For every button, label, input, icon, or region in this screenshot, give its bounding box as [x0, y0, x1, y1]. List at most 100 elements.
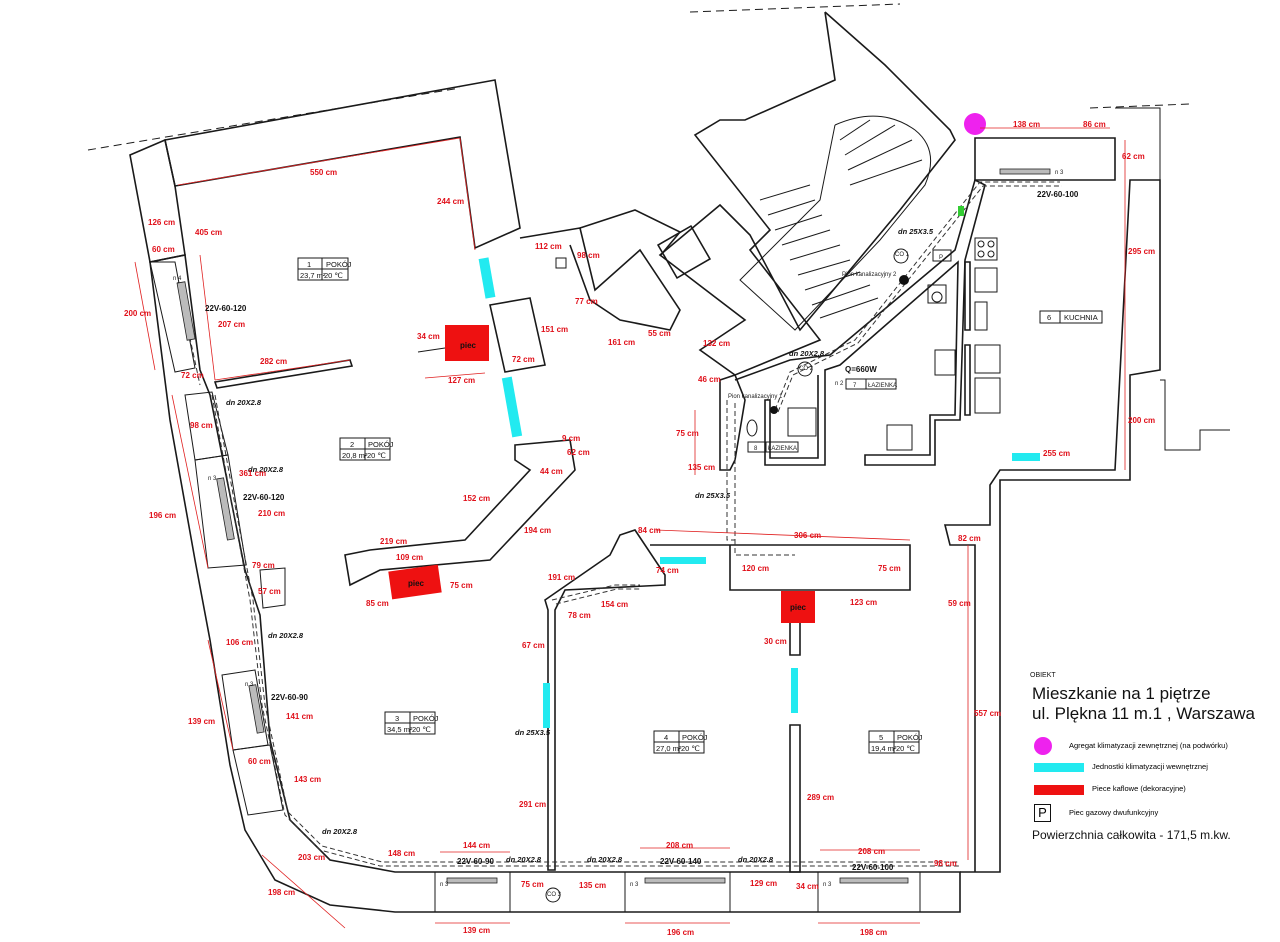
svg-text:127 cm: 127 cm [448, 376, 475, 385]
room-3-label: 3 POKÓJ 34,5 m² 20 ℃ [384, 711, 439, 735]
radiator-3 [248, 684, 265, 734]
radiator-count: n 3 [1055, 170, 1064, 176]
interior-walls [213, 178, 986, 873]
svg-text:34 cm: 34 cm [417, 332, 440, 341]
radiators [176, 168, 1051, 884]
radiator-label: 22V-60-140 [660, 857, 702, 866]
radiator-label: 22V-60-90 [271, 693, 308, 702]
svg-text:148 cm: 148 cm [388, 849, 415, 858]
svg-text:8: 8 [754, 446, 758, 452]
room-7-label: 7 ŁAZIENKA [845, 378, 897, 390]
svg-text:207 cm: 207 cm [218, 320, 245, 329]
svg-text:3: 3 [395, 714, 399, 723]
svg-text:255 cm: 255 cm [1043, 449, 1070, 458]
svg-text:123 cm: 123 cm [850, 598, 877, 607]
legend-label: Piece kaflowe (dekoracyjne) [1092, 784, 1186, 793]
pipe-label: dn 25X3.5 [695, 491, 731, 500]
legend-label: Piec gazowy dwufunkcyjny [1069, 808, 1159, 817]
svg-text:7: 7 [853, 383, 857, 389]
stove-1 [445, 325, 489, 361]
obiekt-label: OBIEKT [1030, 672, 1056, 679]
svg-text:82 cm: 82 cm [958, 534, 981, 543]
svg-text:196 cm: 196 cm [149, 511, 176, 520]
svg-text:60 cm: 60 cm [248, 757, 271, 766]
svg-text:20,8 m²: 20,8 m² [342, 451, 368, 460]
svg-text:75 cm: 75 cm [878, 564, 901, 573]
ac-unit-3 [660, 557, 706, 564]
ac-unit-2 [501, 376, 523, 438]
ac-unit-6 [1012, 453, 1040, 461]
svg-text:62 cm: 62 cm [1122, 152, 1145, 161]
svg-text:152 cm: 152 cm [463, 494, 490, 503]
svg-text:200 cm: 200 cm [1128, 416, 1155, 425]
svg-text:57 cm: 57 cm [258, 587, 281, 596]
svg-text:135 cm: 135 cm [579, 881, 606, 890]
svg-text:30 cm: 30 cm [764, 637, 787, 646]
radiator-labels: 22V-60-100 n 3 22V-60-120 n 4 22V-60-120… [173, 170, 1079, 888]
project-title-line-1: Mieszkanie na 1 piętrze [1032, 684, 1211, 703]
co-marker-2: CO 2 [799, 366, 814, 372]
radiator-2 [216, 477, 235, 541]
total-area: Powierzchnia całkowita - 171,5 m.kw. [1032, 828, 1231, 842]
svg-text:208 cm: 208 cm [858, 847, 885, 856]
svg-text:191 cm: 191 cm [548, 573, 575, 582]
ac-indoor-units [478, 257, 1040, 728]
svg-text:62 cm: 62 cm [567, 448, 590, 457]
svg-text:135 cm: 135 cm [688, 463, 715, 472]
svg-text:75 cm: 75 cm [676, 429, 699, 438]
legend-label: Agregat klimatyzacji zewnętrznej (na pod… [1069, 741, 1228, 750]
radiator-count: n 3 [208, 476, 217, 482]
svg-text:20 ℃: 20 ℃ [324, 271, 343, 280]
ac-unit-5 [791, 668, 798, 713]
svg-text:9 cm: 9 cm [562, 434, 580, 443]
svg-text:550 cm: 550 cm [310, 168, 337, 177]
radiator-1 [176, 281, 196, 341]
svg-text:72 cm: 72 cm [181, 371, 204, 380]
svg-text:295 cm: 295 cm [1128, 247, 1155, 256]
pipe-label: dn 20X2.8 [738, 855, 774, 864]
svg-text:129 cm: 129 cm [750, 879, 777, 888]
room-labels: 1 POKÓJ 23,7 m² 20 ℃ 2 POKÓJ 20,8 m² 20 … [297, 257, 1103, 754]
pipe-label: dn 20X2.8 [789, 349, 825, 358]
svg-text:126 cm: 126 cm [148, 218, 175, 227]
svg-text:2: 2 [350, 440, 354, 449]
svg-text:20 ℃: 20 ℃ [896, 744, 915, 753]
ac-unit-1 [478, 257, 496, 299]
svg-text:289 cm: 289 cm [807, 793, 834, 802]
svg-text:34,5 m²: 34,5 m² [387, 725, 413, 734]
svg-text:KUCHNIA: KUCHNIA [1064, 313, 1098, 322]
radiator-count: n 3 [630, 882, 639, 888]
pipe-label: dn 20X2.8 [587, 855, 623, 864]
stairwell [658, 11, 956, 376]
room-6-label: 6 KUCHNIA [1039, 310, 1103, 324]
pipe-label: dn 20X2.8 [226, 398, 262, 407]
pipe-label: dn 20X2.8 [248, 465, 284, 474]
svg-text:112 cm: 112 cm [535, 242, 562, 251]
svg-text:85 cm: 85 cm [366, 599, 389, 608]
svg-text:6: 6 [1047, 313, 1051, 322]
svg-text:77 cm: 77 cm [575, 297, 598, 306]
co-marker-1: CO 1 [895, 252, 910, 258]
radiator-6 [839, 877, 909, 884]
room-1-label: 1 POKÓJ 23,7 m² 20 ℃ [297, 257, 352, 281]
svg-text:34 cm: 34 cm [796, 882, 819, 891]
svg-text:19,4 m²: 19,4 m² [871, 744, 897, 753]
svg-text:132 cm: 132 cm [703, 339, 730, 348]
svg-text:143 cm: 143 cm [294, 775, 321, 784]
svg-text:138 cm: 138 cm [1013, 120, 1040, 129]
svg-text:84 cm: 84 cm [638, 526, 661, 535]
pipe-labels: dn 25X3.5 dn 20X2.8 dn 25X3.5 dn 25X3.5 … [226, 227, 934, 864]
riser-label-1: Pion kanalizacyjny 1 [728, 394, 783, 400]
svg-text:198 cm: 198 cm [268, 888, 295, 897]
svg-text:306 cm: 306 cm [794, 531, 821, 540]
outdoor-ac-swatch [1034, 737, 1052, 755]
stove-2-label: piec [408, 579, 425, 588]
svg-text:4: 4 [664, 733, 668, 742]
svg-text:141 cm: 141 cm [286, 712, 313, 721]
svg-text:78 cm: 78 cm [568, 611, 591, 620]
radiator-4 [446, 877, 498, 884]
room-4-label: 4 POKÓJ 27,0 m² 20 ℃ [653, 730, 708, 754]
svg-text:198 cm: 198 cm [860, 928, 887, 937]
radiator-label: 22V-60-100 [1037, 190, 1079, 199]
